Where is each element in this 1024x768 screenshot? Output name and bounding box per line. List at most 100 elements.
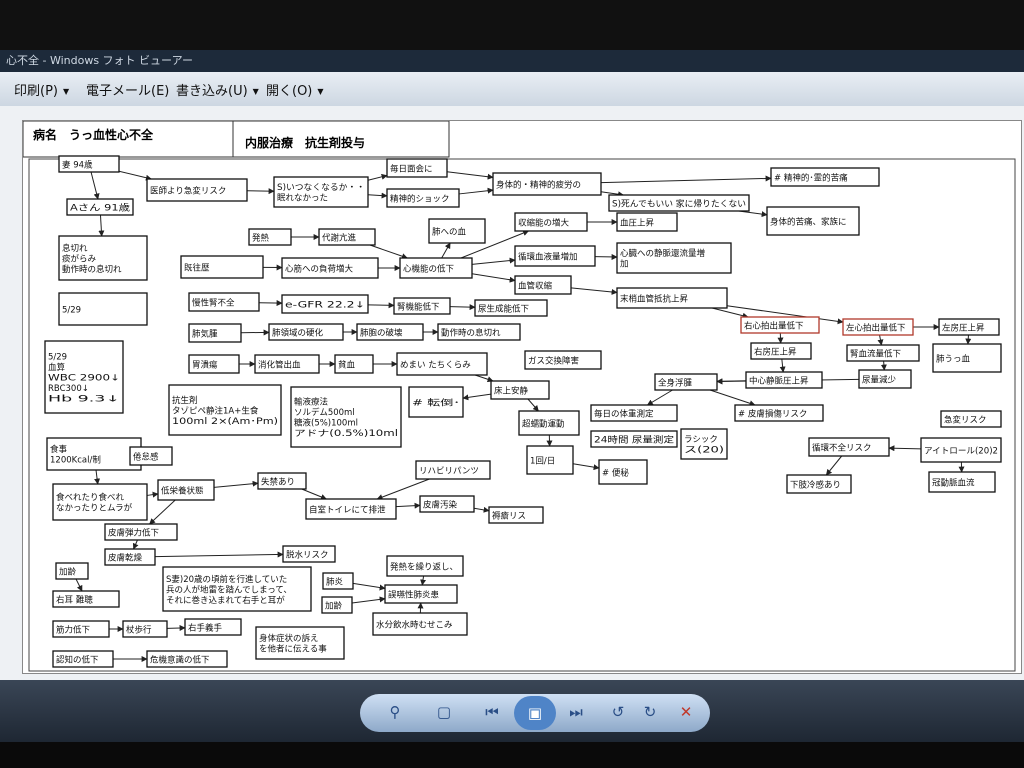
node-gasx: ガス交換障害 xyxy=(524,350,602,370)
menubar: 印刷(P)▼ 電子メール(E) 書き込み(U)▼ 開く(O)▼ xyxy=(0,72,1024,107)
next-icon[interactable]: ⏭ xyxy=(569,703,583,721)
menu-print[interactable]: 印刷(P)▼ xyxy=(14,84,70,99)
edge-dizzy-bedrest xyxy=(474,374,494,383)
node-text: 眠れなかった xyxy=(277,194,328,204)
edge-onceday-constip xyxy=(572,463,600,471)
edge-wife-patient xyxy=(90,171,100,200)
window-title: 心不全 - Windows フォト ビューアー xyxy=(0,50,1024,72)
node-bedrest: 床上安静 xyxy=(490,380,550,400)
node-exbreath: 動作時の息切れ xyxy=(437,323,521,341)
edge-aging1-hear xyxy=(75,578,83,592)
node-text: リハビリパンツ xyxy=(419,466,479,476)
edge-renalflow-urinevol xyxy=(880,360,887,371)
rotate-right-icon[interactable]: ↻ xyxy=(643,703,657,721)
node-urinedown: 尿生成能低下 xyxy=(474,299,548,317)
node-text: 全身浮腫 xyxy=(658,377,693,388)
node-text: ラシック xyxy=(684,435,718,445)
node-text: 倦怠感 xyxy=(133,451,159,462)
node-text: 毎日面会に xyxy=(390,163,433,174)
node-text: 右房圧上昇 xyxy=(754,346,797,357)
node-text: 胃潰瘍 xyxy=(192,359,218,370)
edge-pneum-aspir xyxy=(352,582,386,591)
node-text: 5/29 xyxy=(62,305,81,315)
node-text: めまい たちくらみ xyxy=(400,360,471,370)
node-choke: 水分飲水時むせこみ xyxy=(372,612,468,636)
node-urine24: 24時間 尿量測定 xyxy=(590,430,678,448)
slideshow-button[interactable]: ▣ xyxy=(514,696,556,730)
zoom-icon[interactable]: ⚲ xyxy=(389,703,401,721)
node-text: 右心拍出量低下 xyxy=(744,320,804,331)
edge-cardfunc-circvol xyxy=(471,257,516,265)
node-fall: # 転倒･ xyxy=(408,386,464,418)
node-text: Hb 9.3↓ xyxy=(48,394,120,404)
node-text: 皮膚汚染 xyxy=(423,499,458,510)
menu-burn[interactable]: 書き込み(U)▼ xyxy=(176,84,259,99)
menu-open[interactable]: 開く(O)▼ xyxy=(266,84,324,99)
node-s1: S)いつなくなるか・・眠れなかった xyxy=(273,176,369,208)
node-text: 左心拍出量低下 xyxy=(846,322,906,333)
node-text: 身体的苦痛、家族に xyxy=(770,216,847,227)
node-text: なかったりとムラが xyxy=(56,503,133,514)
node-text: 医師より急変リスク xyxy=(150,185,226,196)
node-dizzy: めまい たちくらみ xyxy=(396,352,488,376)
node-emph: 肺気腫 xyxy=(188,323,242,343)
edge-skindirt-bedsore xyxy=(473,506,490,513)
node-text: 尿生成能低下 xyxy=(478,303,530,314)
node-danger: 危機意識の低下 xyxy=(146,650,228,668)
fit-window-icon[interactable]: ▢ xyxy=(436,703,452,721)
node-s2: S)死んでもいい 家に帰りたくない xyxy=(608,194,750,212)
edge-eatvar-malnut xyxy=(146,491,159,498)
menu-email[interactable]: 電子メール(E) xyxy=(86,84,170,99)
node-text: 兵の人が地雷を踏んでしまって、 xyxy=(166,584,292,595)
node-cane: 杖歩行 xyxy=(122,620,168,638)
node-text: # 便秘 xyxy=(602,467,629,478)
node-text: S)死んでもいい 家に帰りたくない xyxy=(612,198,746,209)
node-text: 腎機能低下 xyxy=(397,301,440,312)
edge-vasocon-periph xyxy=(570,287,618,295)
edge-rap-cvp xyxy=(779,358,786,373)
node-spirit: # 精神的･霊的苦痛 xyxy=(770,167,880,187)
edge-circfail-coldlimb xyxy=(825,455,843,476)
delete-icon[interactable]: ✕ xyxy=(679,703,693,721)
node-aging1: 加齢 xyxy=(55,562,89,580)
treatment-label: 内服治療 抗生剤投与 xyxy=(245,135,365,150)
previous-icon[interactable]: ⏮ xyxy=(485,703,499,721)
node-lassit: 倦怠感 xyxy=(129,446,173,466)
node-renalflow: 腎血流量低下 xyxy=(846,344,920,362)
node-text: 血管収縮 xyxy=(518,280,553,291)
node-text: 貧血 xyxy=(338,359,356,370)
node-text: 危機意識の低下 xyxy=(150,654,210,665)
node-text: 身体的・精神的疲労の xyxy=(496,179,581,190)
node-text: 24時間 尿量測定 xyxy=(594,434,675,445)
node-text: 末梢血管抵抗上昇 xyxy=(620,293,689,304)
edge-patient-breath xyxy=(98,214,105,237)
node-text: 肺領域の硬化 xyxy=(272,327,324,338)
node-rehab: リハビリパンツ xyxy=(415,460,491,480)
node-text: 皮膚乾燥 xyxy=(108,552,143,563)
node-text: 妻 94歳 xyxy=(62,159,93,170)
node-lco: 左心拍出量低下 xyxy=(842,318,914,336)
node-skinelast: 皮膚弾力低下 xyxy=(104,523,178,541)
rotate-left-icon[interactable]: ↺ xyxy=(611,703,625,721)
node-text: 食べれたり食べれ xyxy=(56,492,125,503)
screen-bezel xyxy=(0,742,1024,768)
edge-aging2-aspir xyxy=(351,596,386,604)
node-patient: Aさん 91歳 xyxy=(66,198,134,216)
node-text: 自室トイレにて排泄 xyxy=(309,504,386,515)
node-text: 腎血流量低下 xyxy=(850,348,902,359)
node-incont: 失禁あり xyxy=(257,472,307,490)
node-gibleed: 消化管出血 xyxy=(254,354,320,374)
node-fatigue: 身体的・精神的疲労の xyxy=(492,172,602,196)
node-text: 循環不全リスク xyxy=(812,442,872,453)
node-text: 失禁あり xyxy=(261,476,295,487)
node-text: 息切れ xyxy=(62,243,88,254)
node-text: 5/29 xyxy=(48,352,67,362)
node-text: 発熱を繰り返し、 xyxy=(390,561,458,572)
node-text: タゾピペ静注1A+生食 xyxy=(172,405,259,416)
node-text: 代謝亢進 xyxy=(322,232,357,243)
node-text: # 転倒･ xyxy=(412,397,460,408)
node-text: 動作時の息切れ xyxy=(441,327,501,338)
